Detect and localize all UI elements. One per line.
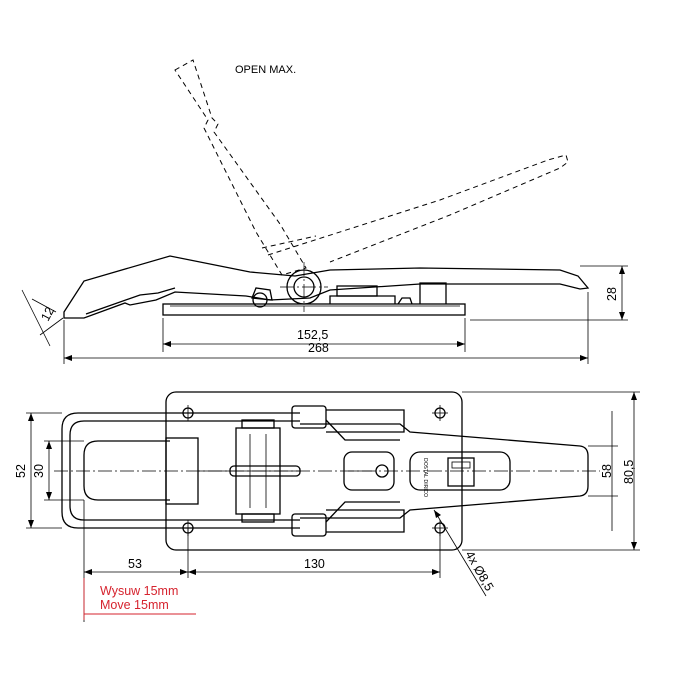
lever-closed [63,255,590,319]
pivot-pin [280,262,328,312]
dim-overall-length: 268 [308,341,329,355]
dim-width-inner: 30 [32,464,46,478]
top-dimensions [26,391,640,622]
hook-bow [61,412,300,529]
side-brackets [291,405,405,537]
open-max-label: OPEN MAX. [235,64,296,76]
dim-handle-width: 58 [600,464,614,478]
base-plate-side [162,282,466,316]
dim-lever-thickness: 12 [38,305,57,324]
dim-holes: 4x Ø8,5 [462,549,496,594]
dim-offset: 53 [128,557,142,571]
handle-marking: DOSTAL DIRICO [422,458,428,497]
dim-plate-width: 80,5 [622,460,636,484]
move-note-pl: Wysuw 15mm [100,584,178,598]
dim-height: 28 [605,287,619,301]
side-dimensions [21,265,628,364]
dim-base-length: 152,5 [297,328,328,342]
dim-width-outer: 52 [14,464,28,478]
side-view: OPEN MAX. 12 28 152,5 268 [21,59,628,364]
dim-hole-spacing: 130 [304,557,325,571]
move-indicator [83,578,196,620]
top-view: DOSTAL DIRICO [14,391,640,622]
move-note-en: Move 15mm [100,598,169,612]
lever-open-position [174,59,569,276]
